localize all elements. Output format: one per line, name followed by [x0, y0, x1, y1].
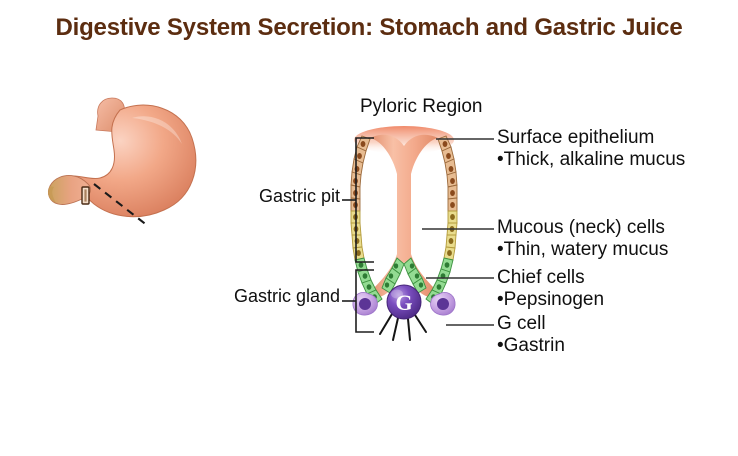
section-plane-dashed-line [93, 183, 149, 227]
page-title: Digestive System Secretion: Stomach and … [55, 14, 683, 41]
callout-leader-lines [420, 118, 500, 368]
gastric-pit-bracket [342, 137, 374, 263]
pyloric-region-label: Pyloric Region [360, 96, 483, 117]
gland-lumen [368, 134, 440, 298]
g-cell-letter: G [395, 290, 412, 315]
gastric-pit-label: Gastric pit [258, 186, 340, 206]
callout-mucous-detail: •Thin, watery mucus [497, 239, 669, 261]
duodenum-tip [48, 186, 56, 203]
callout-mucous-title: Mucous (neck) cells [497, 217, 665, 238]
pyloric-antrum-shape [47, 175, 92, 205]
gastric-pit-and-gland-diagram: G [340, 118, 480, 368]
callout-chief-cells: Chief cells •Pepsinogen [497, 267, 604, 311]
callout-g-cell: G cell •Gastrin [497, 313, 565, 357]
gastric-gland-label: Gastric gland [233, 286, 340, 306]
surface-epithelium-right-nuclei [442, 141, 455, 208]
callout-gcell-title: G cell [497, 313, 546, 334]
parietal-cell-right [430, 292, 456, 316]
region-brackets [340, 118, 380, 368]
stomach-highlight [132, 116, 182, 144]
region-marker-box-inner [84, 189, 87, 202]
callout-gcell-detail: •Gastrin [497, 335, 565, 357]
callout-mucous-neck-cells: Mucous (neck) cells •Thin, watery mucus [497, 217, 668, 261]
chief-cells-inner-fork-nuclei [384, 263, 424, 288]
gastric-gland-bracket [342, 269, 374, 333]
callout-surface-detail: •Thick, alkaline mucus [497, 149, 686, 171]
callout-surface-title: Surface epithelium [497, 127, 655, 148]
callout-chief-title: Chief cells [497, 267, 585, 288]
g-cell: G [386, 284, 422, 320]
g-cell-legs [379, 313, 427, 341]
callout-chief-detail: •Pepsinogen [497, 289, 605, 311]
parietal-cell-left [352, 292, 378, 316]
mucosal-surface-blush [354, 126, 454, 154]
callout-surface-epithelium: Surface epithelium •Thick, alkaline mucu… [497, 127, 685, 171]
surface-epithelium-left [350, 135, 371, 212]
stomach-illustration [36, 92, 246, 232]
